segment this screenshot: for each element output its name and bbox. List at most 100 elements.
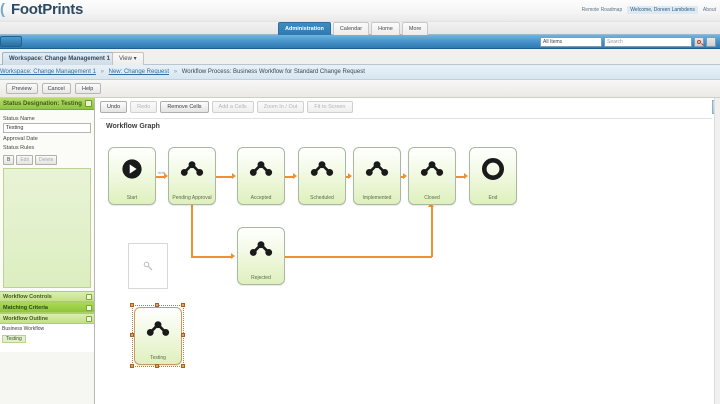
nav-menu-button[interactable] (0, 36, 22, 47)
preview-button[interactable]: Preview (6, 83, 38, 94)
search-group: All Items Search (540, 37, 716, 47)
node-rejected-label: Rejected (251, 275, 271, 281)
advanced-search-icon[interactable] (706, 37, 716, 47)
section-workflow-outline[interactable]: Workflow Outline (0, 313, 94, 324)
resize-handle-ne[interactable] (181, 303, 185, 307)
edge-pending-down (191, 205, 193, 257)
resize-handle-e[interactable] (181, 333, 185, 337)
node-closed[interactable]: Closed (408, 147, 456, 205)
tab-home[interactable]: Home (371, 22, 400, 35)
resize-handle-nw[interactable] (130, 303, 134, 307)
redo-button[interactable]: Redo (130, 101, 158, 113)
section-toggle-icon[interactable] (86, 294, 92, 300)
rules-delete-button[interactable]: Delete (34, 155, 58, 165)
search-icon[interactable] (694, 37, 704, 47)
action-bar: Preview Cancel Help (0, 80, 720, 98)
edge-accepted-scheduled (285, 176, 294, 178)
node-start-label: Start (126, 195, 138, 201)
breadcrumb-current: Workflow Process: Business Workflow for … (181, 69, 365, 75)
edge-arrow-1 (164, 173, 168, 179)
page-scrollbar[interactable] (714, 98, 720, 404)
workflow-graph-title: Workflow Graph (106, 123, 160, 130)
panel-body: Status Name Testing Approval Date Status… (0, 110, 94, 291)
resize-handle-se[interactable] (181, 364, 185, 368)
merge-icon (135, 317, 181, 341)
rules-add-button[interactable]: B (3, 155, 15, 165)
welcome-user-menu[interactable]: Welcome, Doreen Lambdens (627, 6, 698, 14)
section-matching-criteria-label: Matching Criteria (3, 305, 48, 311)
breadcrumb-separator-2: » (173, 69, 178, 75)
remove-cells-button[interactable]: Remove Cells (160, 101, 209, 113)
node-implemented-label: Implemented (362, 195, 392, 201)
workflow-graph-canvas[interactable]: Workflow Graph ents (100, 118, 712, 402)
node-start[interactable]: Start (108, 147, 156, 205)
section-toggle-icon-3[interactable] (86, 316, 92, 322)
node-testing-label: Testing (150, 355, 166, 361)
section-workflow-controls[interactable]: Workflow Controls (0, 291, 94, 302)
node-end[interactable]: End (469, 147, 517, 205)
search-scope-select[interactable]: All Items (540, 37, 602, 47)
node-end-label: End (488, 195, 498, 201)
node-implemented[interactable]: Implemented (353, 147, 401, 205)
footprints-logo-icon: ( (0, 2, 5, 18)
node-rejected[interactable]: Rejected (237, 227, 285, 285)
node-accepted[interactable]: Accepted (237, 147, 285, 205)
view-tab-label: View (119, 56, 132, 62)
section-workflow-outline-label: Workflow Outline (3, 316, 49, 322)
image-placeholder-icon (143, 261, 153, 271)
workflow-outline-body: Business Workflow Testing (0, 324, 94, 352)
node-testing[interactable]: Testing (134, 307, 182, 365)
add-cells-button[interactable]: Add a Cells (211, 101, 254, 113)
canvas-toolbar: Undo Redo Remove Cells Add a Cells Zoom … (100, 101, 353, 113)
stop-icon (470, 157, 516, 181)
merge-icon (238, 157, 284, 181)
section-toggle-icon-2[interactable] (86, 305, 92, 311)
resize-handle-w[interactable] (130, 333, 134, 337)
zoom-button[interactable]: Zoom In / Out (256, 101, 305, 113)
node-scheduled[interactable]: Scheduled (298, 147, 346, 205)
edge-arrow-5 (403, 173, 407, 179)
edge-arrow-3 (293, 173, 297, 179)
merge-icon (238, 237, 284, 261)
workflow-canvas-area: Undo Redo Remove Cells Add a Cells Zoom … (96, 98, 720, 404)
play-icon (109, 157, 155, 181)
rules-edit-button[interactable]: Edit (16, 155, 33, 165)
undo-button[interactable]: Undo (100, 101, 128, 113)
tab-more[interactable]: More (401, 22, 429, 35)
section-matching-criteria[interactable]: Matching Criteria (0, 302, 94, 313)
search-input[interactable]: Search (604, 37, 692, 47)
section-workflow-controls-label: Workflow Controls (3, 294, 52, 300)
edge-start-pending (156, 176, 165, 178)
tab-administration[interactable]: Administration (278, 22, 331, 35)
brand-bar: ( FootPrints Remote Roadmap Welcome, Dor… (0, 0, 720, 22)
fit-to-screen-button[interactable]: Fit to Screen (307, 101, 353, 113)
breadcrumb-item-workspace[interactable]: Workspace: Change Management 1 (0, 69, 96, 75)
image-placeholder-box[interactable] (128, 243, 168, 289)
status-designation-panel: Status Designation: Testing Status Name … (0, 98, 95, 404)
remote-roadmap-link[interactable]: Remote Roadmap (581, 7, 623, 13)
breadcrumb-item-new-change-request[interactable]: New: Change Request (108, 69, 170, 75)
tab-calendar[interactable]: Calendar (332, 22, 370, 35)
edge-closed-end (456, 176, 465, 178)
cancel-button[interactable]: Cancel (41, 83, 71, 94)
status-name-field[interactable]: Testing (3, 123, 91, 133)
edge-arrow-8 (428, 203, 434, 207)
edge-rejected-up-to-closed (431, 207, 433, 257)
edge-arrow-4 (348, 173, 352, 179)
status-rules-list[interactable] (3, 168, 91, 288)
resize-handle-s[interactable] (155, 364, 159, 368)
search-bar: All Items Search (0, 35, 720, 49)
action-buttons: Preview Cancel Help (4, 80, 103, 94)
workspace-tab[interactable]: Workspace: Change Management 1 (2, 52, 117, 65)
resize-handle-n[interactable] (155, 303, 159, 307)
resize-handle-sw[interactable] (130, 364, 134, 368)
edge-arrow-6 (464, 173, 468, 179)
help-button[interactable]: Help (74, 83, 101, 94)
panel-minimize-icon[interactable] (85, 100, 92, 107)
workspace-tab-row: Workspace: Change Management 1 View ▾ (0, 49, 720, 65)
node-pending-approval[interactable]: Pending Approval (168, 147, 216, 205)
outline-selected-chip[interactable]: Testing (2, 335, 26, 343)
view-tab[interactable]: View ▾ (112, 52, 144, 65)
about-link[interactable]: About (702, 7, 716, 13)
